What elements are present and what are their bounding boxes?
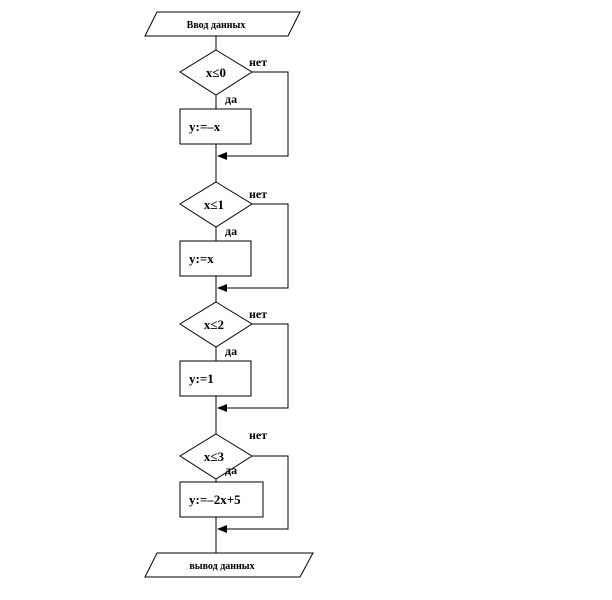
no-branch-4 bbox=[217, 455, 289, 533]
action-block-4 bbox=[179, 481, 264, 518]
yes-label-2: да bbox=[225, 224, 237, 238]
output-block bbox=[144, 552, 314, 578]
input-label: Ввод данных bbox=[187, 20, 246, 31]
action-block-1 bbox=[179, 108, 252, 145]
no-label-2: нет bbox=[249, 187, 267, 201]
no-branch-2 bbox=[217, 203, 289, 292]
no-label-4: нет bbox=[249, 428, 267, 442]
yes-label-1: да bbox=[225, 92, 237, 106]
no-label-3: нет bbox=[249, 307, 267, 321]
action-3: y:=1 bbox=[189, 371, 214, 386]
yes-label-3: да bbox=[225, 344, 237, 358]
condition-3: x≤2 bbox=[204, 317, 224, 332]
no-label-1: нет bbox=[249, 55, 267, 69]
condition-4: x≤3 bbox=[204, 449, 225, 464]
condition-2: x≤1 bbox=[204, 197, 224, 212]
action-1: y:=–x bbox=[189, 119, 221, 134]
input-block bbox=[144, 11, 301, 37]
yes-label-4: да bbox=[225, 463, 237, 477]
no-branch-1 bbox=[217, 71, 289, 160]
action-block-3 bbox=[179, 360, 252, 397]
action-4: y:=–2x+5 bbox=[189, 492, 241, 507]
condition-1: x≤0 bbox=[206, 65, 226, 80]
action-2: y:=x bbox=[189, 251, 214, 266]
output-label: вывод данных bbox=[189, 561, 254, 572]
no-branch-3 bbox=[217, 323, 289, 412]
